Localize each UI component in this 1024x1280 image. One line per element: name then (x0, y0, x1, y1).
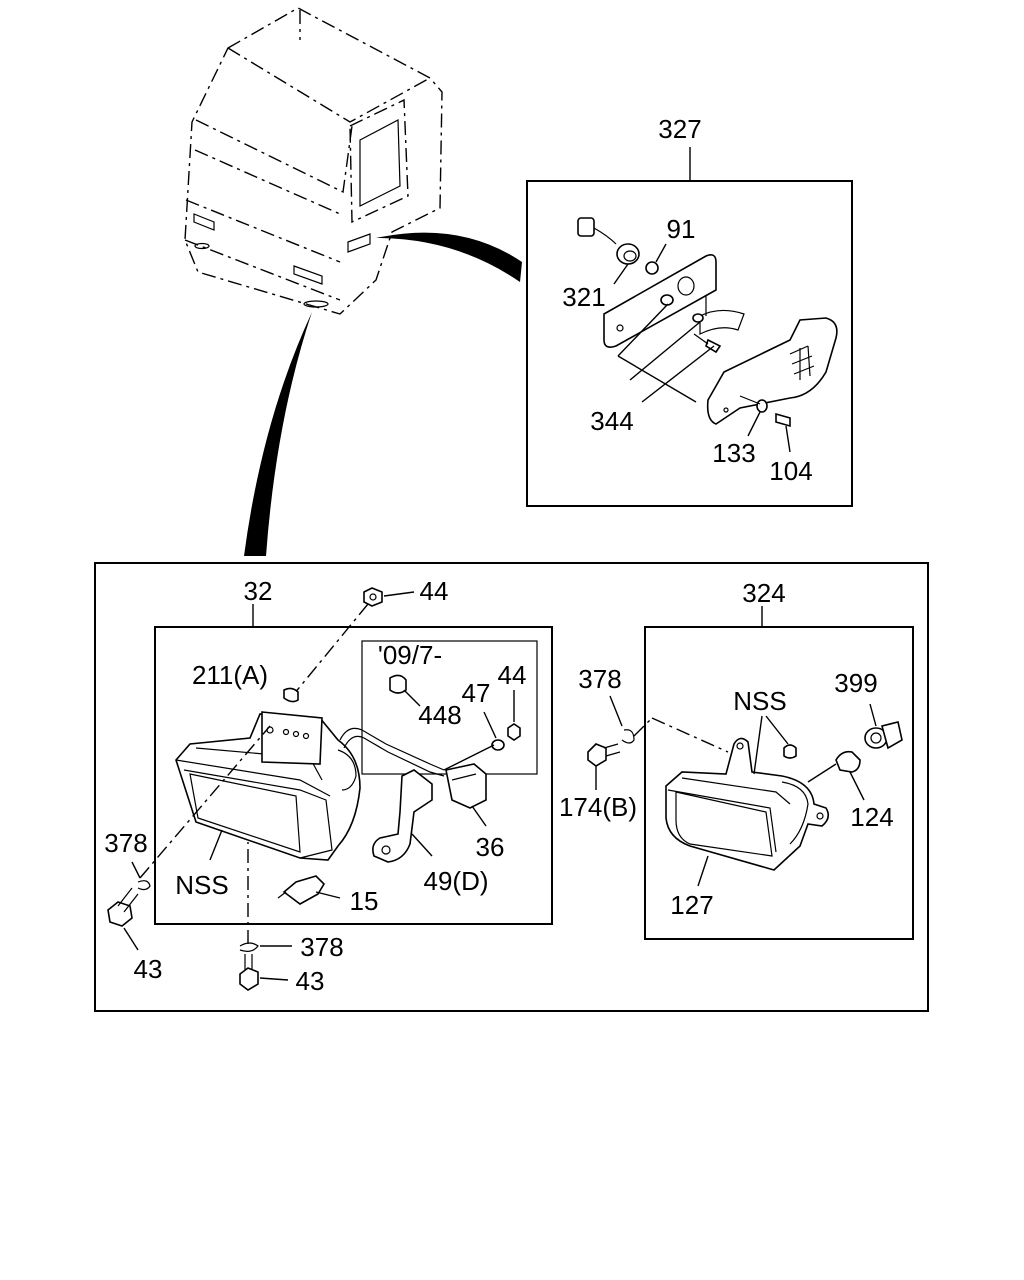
label-49d: 49(D) (423, 866, 488, 896)
nut-part-inset (507, 723, 521, 741)
bulb-part (645, 261, 659, 275)
nut-part (363, 587, 383, 607)
label-378-right: 378 (578, 664, 621, 694)
callout-swoosh-lower (244, 312, 312, 556)
label-378-bottom: 378 (300, 932, 343, 962)
callout-swoosh-upper (376, 232, 522, 282)
label-0907: '09/7- (378, 640, 442, 670)
label-104: 104 (769, 456, 812, 486)
label-43-left: 43 (134, 954, 163, 984)
fog-lamp-assembly-324: 324 NSS 124 399 (644, 578, 914, 940)
label-124: 124 (850, 802, 893, 832)
spacer-part (389, 674, 407, 694)
label-15: 15 (350, 886, 379, 916)
label-43-bottom: 43 (296, 966, 325, 996)
fog-lamp-assembly-32: 32 44 211(A) '09/7- 448 47 44 (139, 576, 553, 944)
label-32: 32 (244, 576, 273, 606)
label-91: 91 (667, 214, 696, 244)
bracket-part (372, 769, 433, 863)
label-399: 399 (834, 668, 877, 698)
label-448: 448 (418, 700, 461, 730)
bulb-part-124 (835, 750, 861, 773)
label-133: 133 (712, 438, 755, 468)
connector-part (445, 763, 487, 809)
label-nss-left: NSS (175, 870, 228, 900)
label-44: 44 (420, 576, 449, 606)
label-47: 47 (462, 678, 491, 708)
label-44-inset: 44 (498, 660, 527, 690)
label-321: 321 (562, 282, 605, 312)
side-marker-group: 327 321 91 (526, 114, 853, 507)
washer-part (491, 739, 505, 751)
label-211a: 211(A) (192, 660, 268, 690)
fastener-washer-378-left (137, 880, 151, 891)
label-344: 344 (590, 406, 633, 436)
bolt-43-left (107, 887, 139, 927)
label-324: 324 (742, 578, 785, 608)
fog-lamp-body-right (665, 737, 830, 871)
bolt-43-bottom (239, 954, 259, 991)
label-327: 327 (658, 114, 701, 144)
label-127: 127 (670, 890, 713, 920)
label-174b: 174(B) (559, 792, 637, 822)
fastener-washer-378-right (621, 729, 635, 744)
label-nss-right: NSS (733, 686, 786, 716)
label-36: 36 (476, 832, 505, 862)
label-378-left: 378 (104, 828, 147, 858)
bulb-socket-part (577, 217, 640, 265)
truck-cab-illustration (184, 7, 443, 315)
bulb-part-15 (277, 875, 326, 905)
bolt-174b (587, 743, 621, 767)
fog-lamp-body (175, 711, 361, 861)
fog-lamp-detail-frame (94, 562, 929, 1012)
fastener-washer-378-bottom (239, 942, 259, 952)
socket-part-399 (864, 721, 903, 750)
